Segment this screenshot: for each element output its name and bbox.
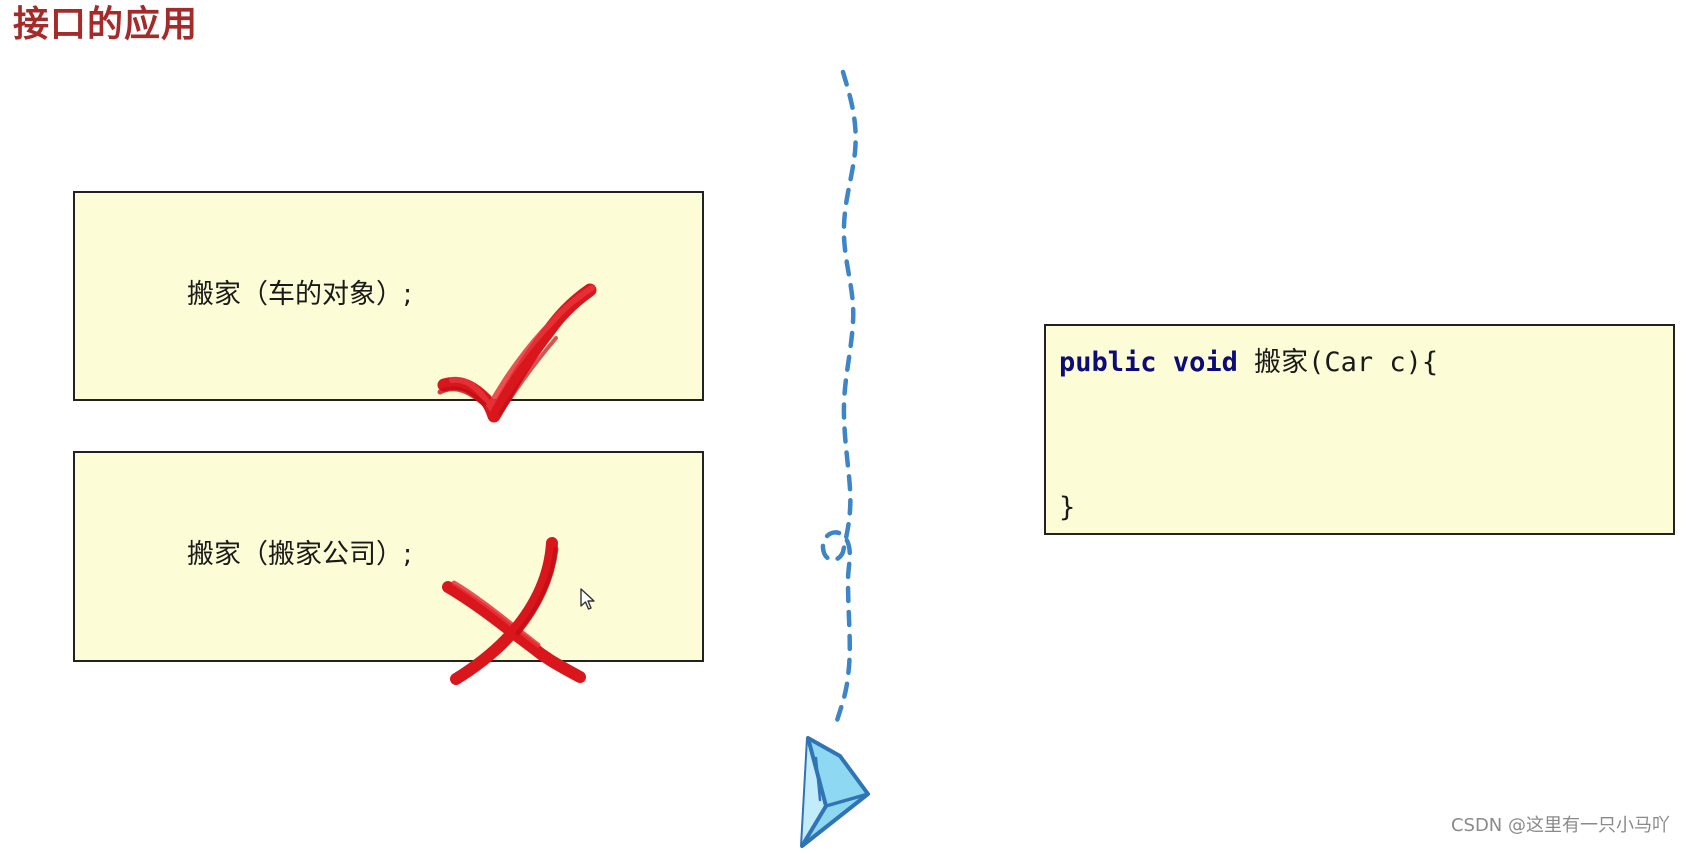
method-signature-line: public void 搬家(Car c){	[1059, 340, 1438, 379]
method-code-box: public void 搬家(Car c){ }	[1044, 324, 1675, 535]
invalid-call-box: 搬家（搬家公司）;	[73, 451, 704, 662]
invalid-call-text: 搬家（搬家公司）;	[187, 539, 413, 570]
method-closing-brace: }	[1059, 492, 1076, 523]
slide-title: 接口的应用	[13, 4, 199, 45]
keyword-public: public	[1059, 347, 1157, 378]
valid-call-box: 搬家（车的对象）;	[73, 191, 704, 401]
valid-call-text: 搬家（车的对象）;	[187, 279, 413, 310]
paper-plane-icon	[800, 736, 870, 848]
method-signature: 搬家(Car c){	[1254, 347, 1439, 378]
flight-path-dashed-line	[820, 69, 858, 727]
csdn-watermark: CSDN @这里有一只小马吖	[1450, 815, 1670, 836]
keyword-void: void	[1172, 347, 1238, 378]
